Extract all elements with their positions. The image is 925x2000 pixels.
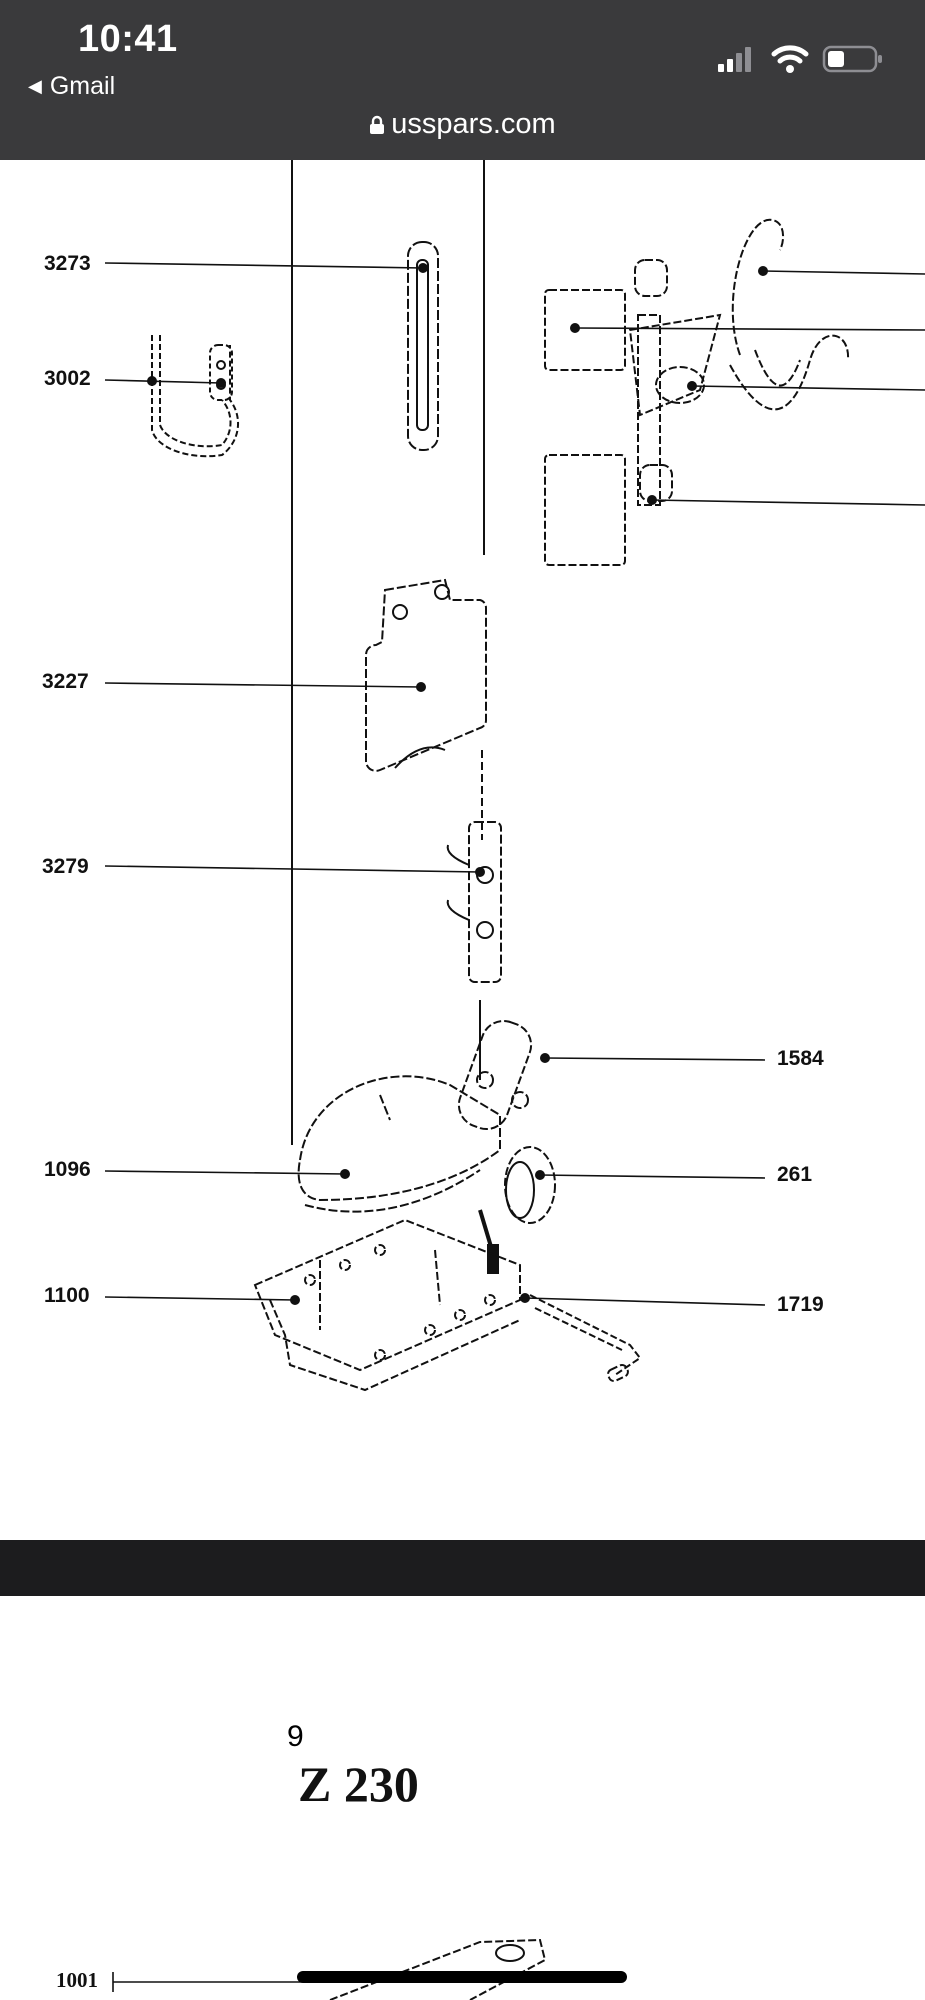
back-arrow-icon: ◀ bbox=[28, 76, 42, 96]
part-1584-link bbox=[457, 1019, 533, 1131]
next-page-diagram bbox=[112, 1938, 547, 2000]
wifi-icon bbox=[771, 45, 809, 73]
url-bar[interactable]: usspars.com bbox=[0, 108, 925, 141]
part-gooseneck-assembly bbox=[544, 218, 850, 566]
callout-1719: 1719 bbox=[777, 1293, 824, 1316]
parts-diagram-page: 3273 3002 3227 3279 1096 1100 1584 261 1… bbox=[0, 160, 925, 1540]
callout-3279: 3279 bbox=[42, 855, 89, 878]
callout-3002: 3002 bbox=[44, 367, 91, 390]
callout-261: 261 bbox=[777, 1163, 813, 1186]
home-indicator[interactable] bbox=[297, 1971, 627, 1983]
part-3002-u-bolt bbox=[104, 335, 240, 458]
part-261-pulley bbox=[478, 1146, 556, 1274]
back-app-label: Gmail bbox=[49, 72, 116, 100]
model-title: Z 230 bbox=[298, 1756, 419, 1812]
page-number: 9 bbox=[287, 1720, 304, 1753]
exploded-parts-diagram bbox=[104, 160, 925, 1392]
page-divider bbox=[0, 1540, 925, 1596]
callout-1001: 1001 bbox=[56, 1968, 98, 1992]
part-1100-base bbox=[253, 1218, 521, 1392]
callout-3273: 3273 bbox=[44, 252, 91, 275]
part-3227-plate bbox=[104, 578, 487, 772]
callout-3227: 3227 bbox=[42, 670, 89, 693]
part-3279-bracket bbox=[104, 821, 502, 983]
callout-1584: 1584 bbox=[777, 1047, 824, 1070]
cellular-signal-icon bbox=[718, 47, 751, 72]
callout-1096: 1096 bbox=[44, 1158, 91, 1181]
url-text: usspars.com bbox=[391, 108, 556, 140]
lock-icon bbox=[370, 115, 385, 134]
part-1096-housing bbox=[297, 1075, 501, 1213]
back-to-app-button[interactable]: ◀ Gmail bbox=[28, 72, 115, 101]
clock: 10:41 bbox=[78, 18, 178, 60]
part-3273-slotted-plate bbox=[104, 241, 439, 451]
callout-1100: 1100 bbox=[44, 1284, 90, 1307]
part-1719-pin bbox=[529, 1294, 642, 1383]
status-bar: 10:41 ◀ Gmail usspars.com bbox=[0, 0, 925, 160]
battery-icon bbox=[822, 45, 882, 73]
